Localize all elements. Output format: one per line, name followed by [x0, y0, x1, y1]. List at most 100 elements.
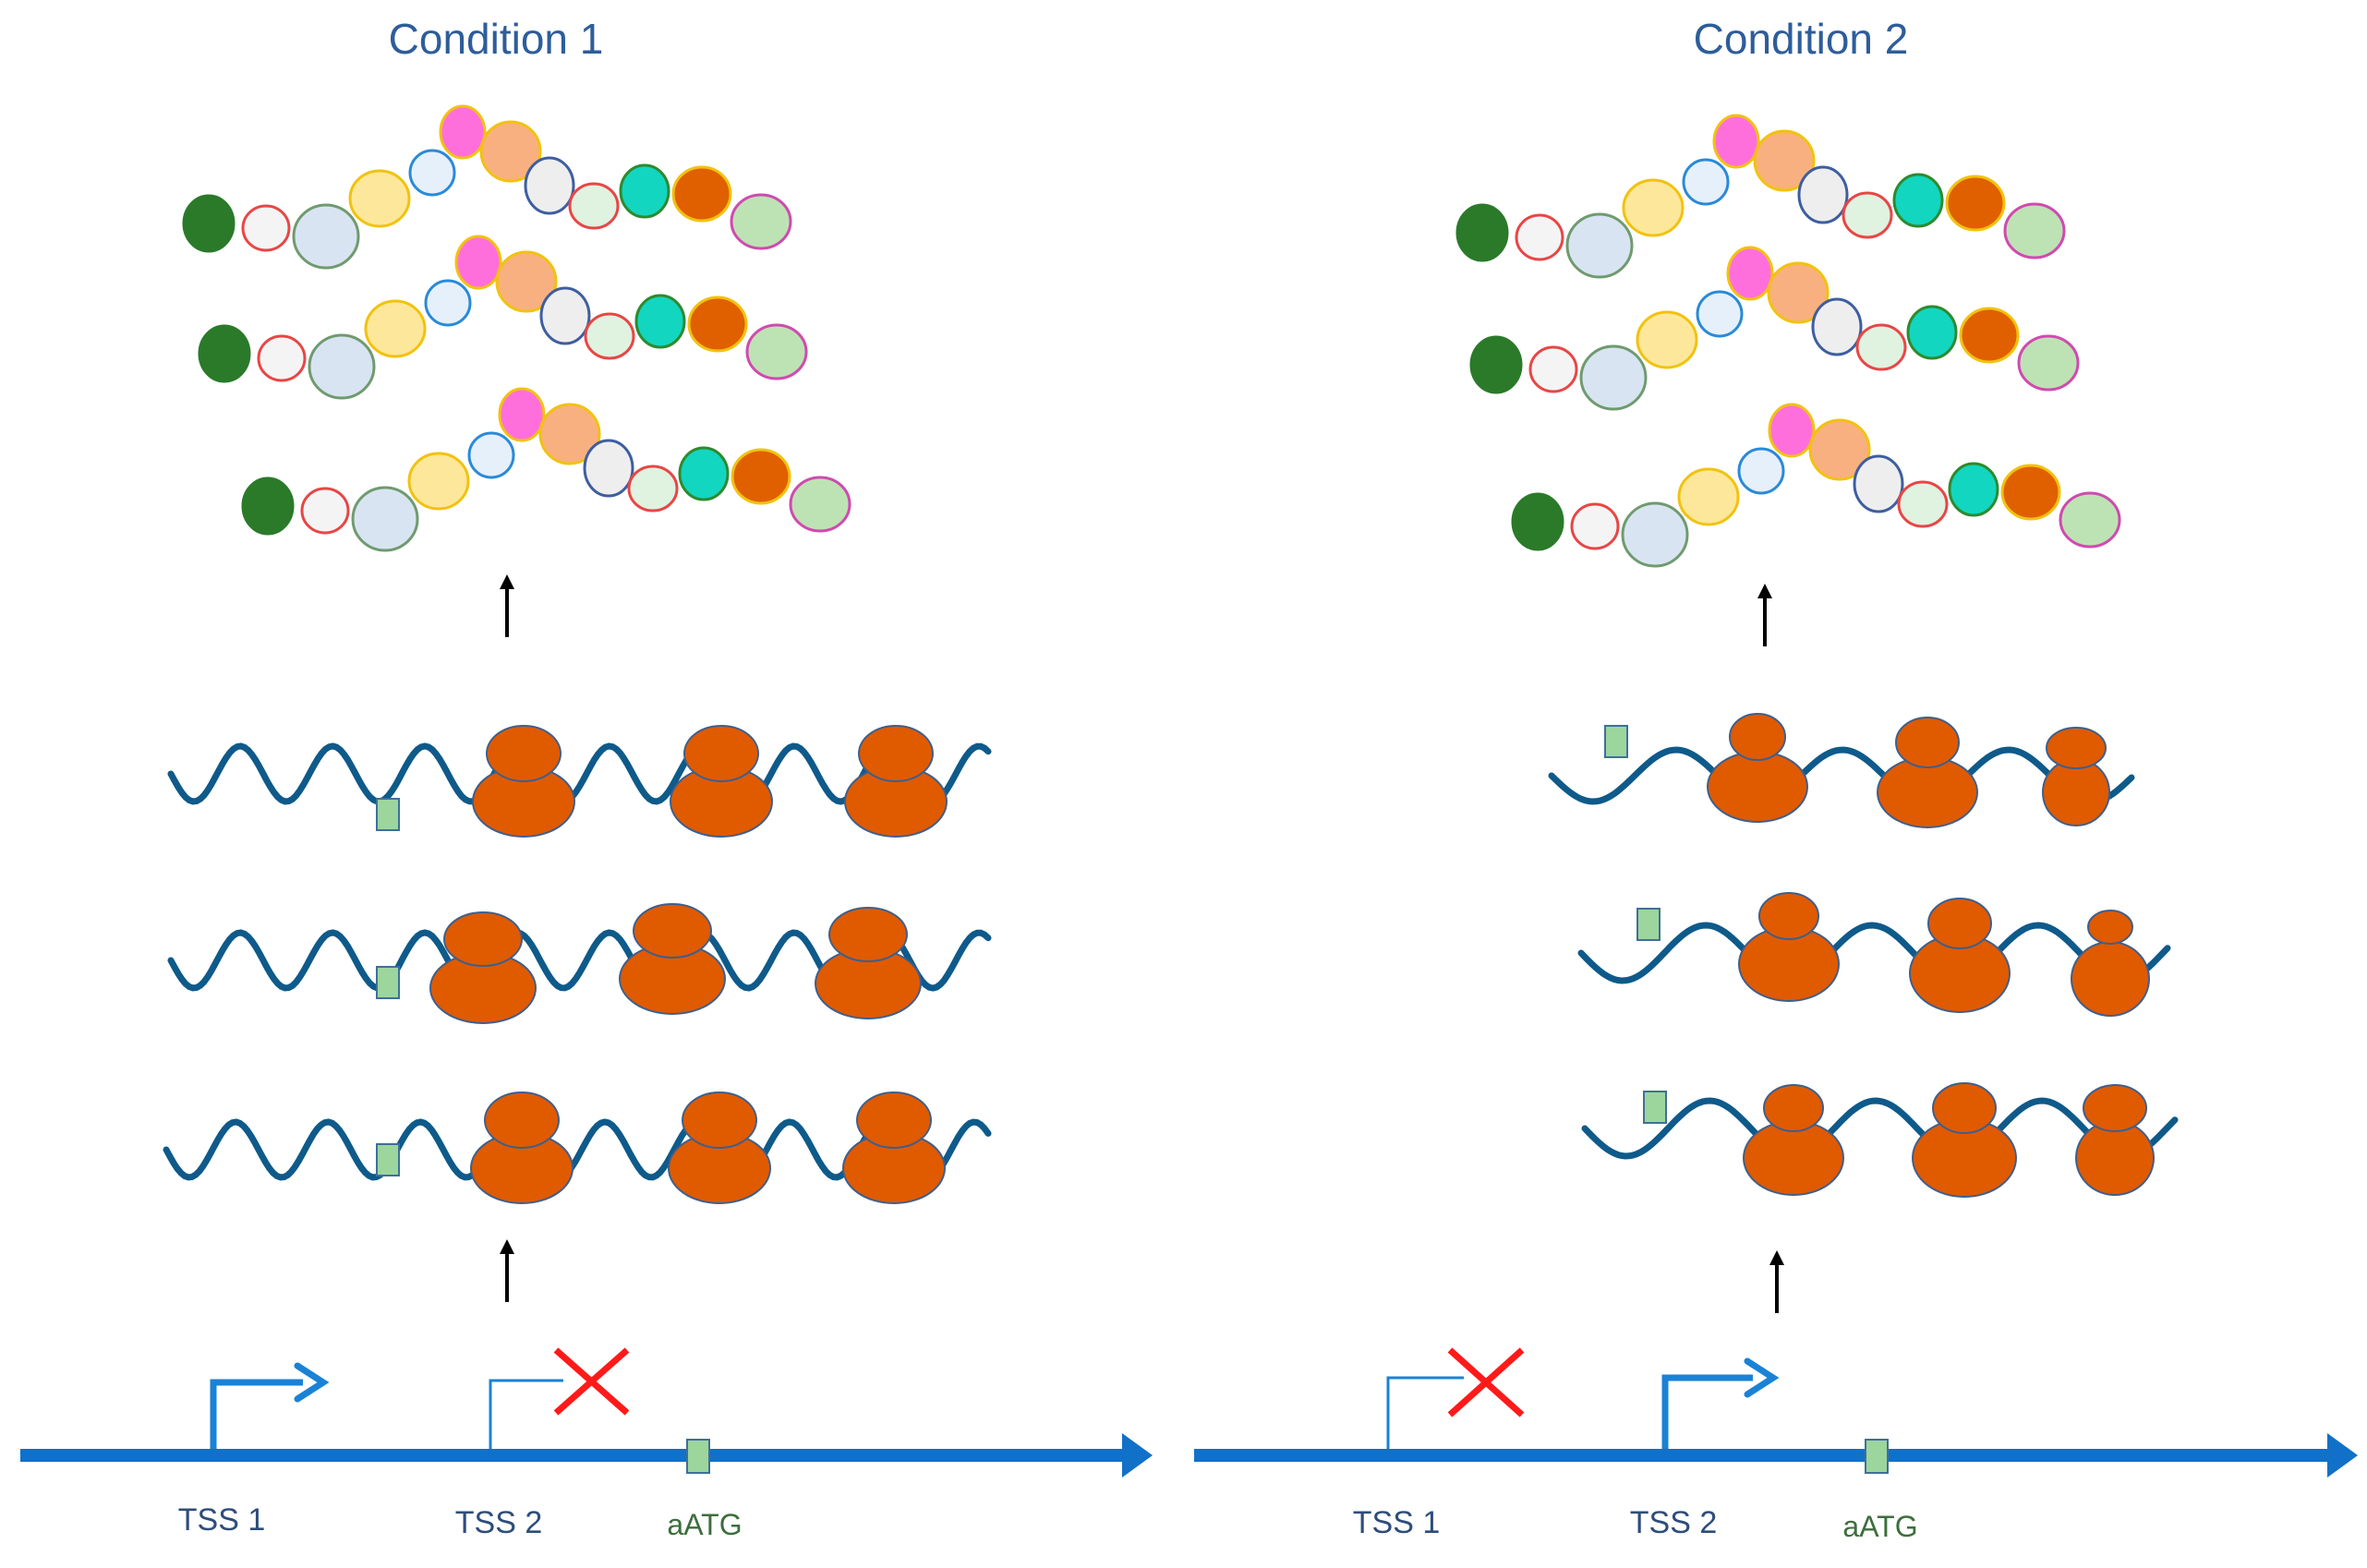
amino-acid-bead — [1696, 290, 1744, 338]
amino-acid-bead — [348, 169, 411, 228]
start-codon-marker — [376, 1143, 400, 1176]
amino-acid-bead — [1753, 129, 1816, 192]
amino-acid-bead — [524, 156, 575, 215]
up-arrow-icon — [1757, 584, 1772, 646]
amino-acid-bead — [241, 476, 295, 536]
panel-title: Condition 2 — [1694, 15, 1909, 63]
dna-strand — [1194, 1433, 2358, 1478]
tss1-label: TSS 1 — [178, 1502, 265, 1538]
start-codon-marker — [1865, 1439, 1889, 1474]
amino-acid-bead — [498, 387, 546, 442]
amino-acid-bead — [1515, 213, 1564, 261]
ribosome — [472, 725, 575, 838]
amino-acid-bead — [1842, 191, 1893, 239]
blocked-cross-icon — [1447, 1347, 1525, 1417]
amino-acid-bead — [1565, 212, 1634, 279]
amino-acid-bead — [678, 446, 730, 501]
amino-acid-bead — [407, 452, 470, 511]
ribosome — [1743, 1084, 1844, 1196]
mrna-strand — [167, 903, 992, 1024]
protein-chain — [1511, 403, 2121, 568]
ribosome — [1909, 898, 2011, 1013]
panel-condition-2: Condition 2 TSS 1 TSS 2 — [1194, 15, 2358, 1543]
amino-acid-bead — [439, 104, 487, 160]
amino-acid-bead — [584, 312, 635, 360]
amino-acid-bead — [1853, 454, 1904, 513]
amino-acid-bead — [1682, 158, 1730, 206]
amino-acid-bead — [538, 403, 601, 465]
amino-acid-bead — [2003, 202, 2066, 259]
amino-acid-bead — [1677, 467, 1740, 526]
ribosome — [619, 903, 726, 1015]
panel-condition-1: Condition 1 TSS 1 — [20, 15, 1153, 1541]
ribosome — [815, 907, 922, 1019]
amino-acid-bead — [308, 333, 376, 400]
amino-acid-bead — [424, 279, 472, 327]
amino-acid-bead — [731, 448, 791, 505]
amino-acid-bead — [182, 194, 235, 253]
protein-chain — [1469, 246, 2080, 411]
amino-acid-bead — [1737, 447, 1785, 495]
amino-acid-bead — [627, 464, 679, 513]
amino-acid-bead — [1767, 261, 1830, 324]
amino-acid-bead — [1511, 492, 1564, 551]
amino-acid-bead — [479, 120, 542, 183]
start-codon-marker — [686, 1439, 710, 1474]
amino-acid-bead — [1797, 165, 1849, 224]
amino-acid-bead — [1712, 114, 1760, 169]
start-codon-marker — [1643, 1091, 1667, 1124]
ribosome — [2042, 727, 2110, 826]
ribosome — [1912, 1082, 2017, 1198]
protein-chain — [182, 104, 792, 270]
ribosome — [670, 725, 773, 838]
protein-chain — [1455, 114, 2066, 279]
ribosome — [1877, 717, 1978, 828]
amino-acid-bead — [292, 203, 360, 270]
amino-acid-bead — [671, 165, 732, 223]
amino-acid-bead — [1579, 344, 1648, 411]
amino-acid-bead — [1768, 403, 1816, 458]
amino-acid-bead — [300, 487, 350, 535]
ribosome — [429, 911, 537, 1024]
ribosome — [844, 725, 948, 838]
amino-acid-bead — [1808, 418, 1871, 481]
amino-acid-bead — [745, 323, 808, 380]
up-arrow-icon — [1769, 1250, 1784, 1313]
amino-acid-bead — [687, 296, 748, 353]
ribosome — [470, 1092, 574, 1204]
mrna-strand — [167, 725, 992, 838]
atg-label: aATG — [1842, 1510, 1917, 1543]
amino-acid-bead — [1959, 307, 2020, 364]
up-arrow-icon — [500, 1239, 514, 1302]
ribosome — [1707, 713, 1808, 823]
amino-acid-bead — [1897, 480, 1949, 528]
tss1-label: TSS 1 — [1353, 1505, 1440, 1540]
amino-acid-bead — [2059, 491, 2121, 549]
protein-chain — [198, 235, 808, 400]
ribosome — [1738, 892, 1840, 1002]
protein-chain — [241, 387, 851, 552]
amino-acid-bead — [634, 294, 686, 349]
start-codon-marker — [376, 966, 400, 999]
ribosome — [2075, 1084, 2155, 1196]
amino-acid-bead — [1855, 323, 1907, 371]
start-codon-marker — [376, 798, 400, 831]
amino-acid-bead — [241, 204, 291, 252]
amino-acid-bead — [467, 431, 515, 479]
ribosome — [842, 1092, 946, 1204]
amino-acid-bead — [2000, 464, 2061, 521]
panel-title: Condition 1 — [389, 15, 604, 63]
blocked-promoter-arrow-icon — [489, 1379, 563, 1449]
mrna-group — [1548, 713, 2179, 1198]
tss2-label: TSS 2 — [455, 1505, 542, 1540]
amino-acid-bead — [454, 235, 502, 290]
blocked-cross-icon — [553, 1347, 630, 1416]
mrna-strand — [1548, 713, 2135, 828]
mrna-group — [163, 725, 992, 1204]
amino-acid-bead — [257, 334, 307, 382]
amino-acid-bead — [1528, 345, 1578, 393]
active-promoter-arrow-icon — [1661, 1357, 1780, 1449]
tss2-label: TSS 2 — [1630, 1505, 1717, 1540]
up-arrow-icon — [500, 574, 514, 637]
